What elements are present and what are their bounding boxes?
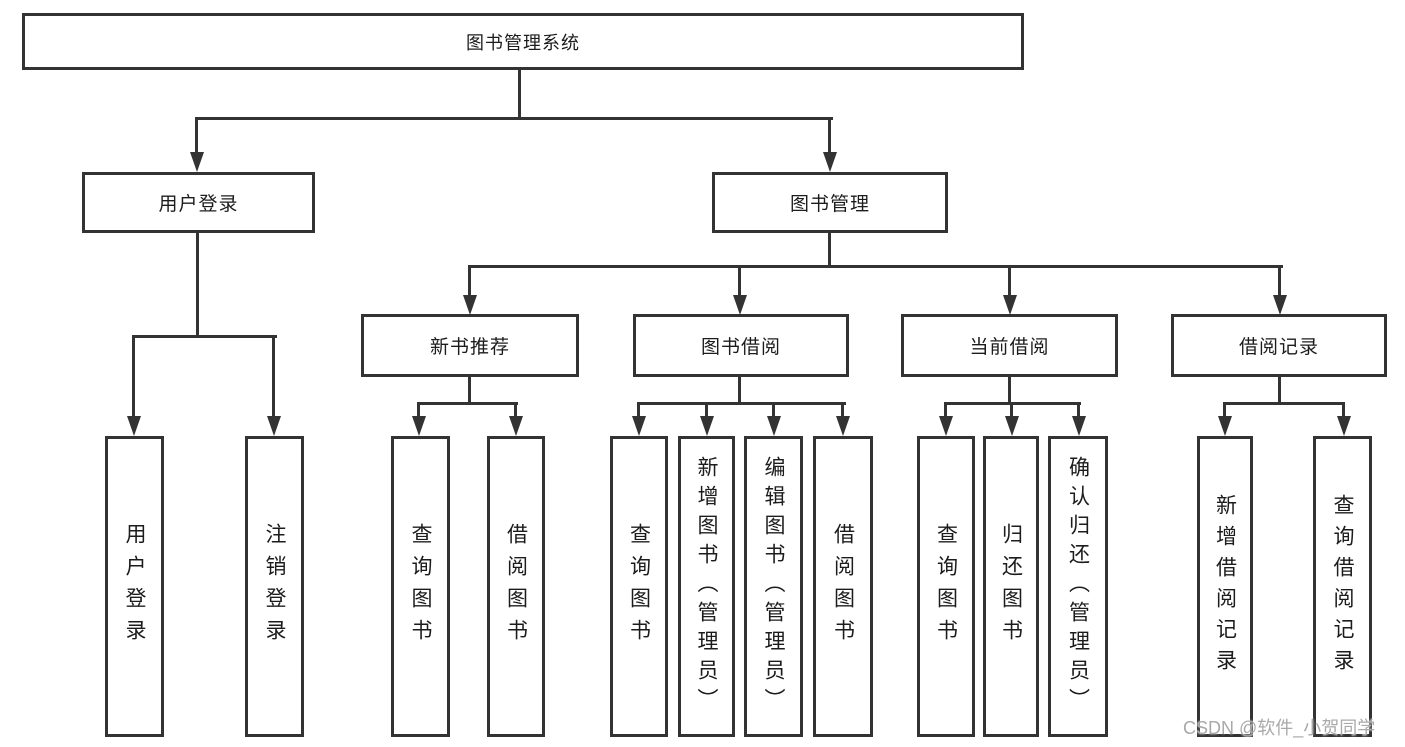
connector-line xyxy=(196,232,199,337)
leaf-cb-return-book: 归还图书 xyxy=(983,436,1039,737)
arrow-down-icon xyxy=(1005,416,1019,436)
arrow-down-icon xyxy=(509,416,523,436)
node-borrow-record: 借阅记录 xyxy=(1171,314,1387,377)
node-root: 图书管理系统 xyxy=(22,13,1024,70)
arrow-down-icon xyxy=(267,416,281,436)
connector-line xyxy=(514,402,517,420)
connector-line xyxy=(738,265,741,298)
arrow-down-icon xyxy=(190,152,204,172)
leaf-logout: 注销登录 xyxy=(245,436,304,737)
connector-line xyxy=(1008,265,1011,298)
leaf-bb-edit-book-admin: 编辑图书（管理员） xyxy=(744,436,803,737)
connector-line xyxy=(1008,377,1011,404)
arrow-down-icon xyxy=(823,152,837,172)
connector-line xyxy=(1278,265,1281,298)
connector-line xyxy=(417,402,518,405)
leaf-cb-confirm-return-admin: 确认归还（管理员） xyxy=(1048,436,1108,737)
connector-line xyxy=(772,402,775,420)
connector-line xyxy=(272,335,275,418)
connector-line xyxy=(1342,402,1345,420)
connector-line xyxy=(841,402,844,420)
arrow-down-icon xyxy=(1337,416,1351,436)
connector-line xyxy=(828,232,831,267)
node-user-login: 用户登录 xyxy=(82,172,315,233)
connector-line xyxy=(468,377,471,404)
connector-line xyxy=(637,402,640,420)
connector-line xyxy=(1077,402,1080,420)
arrow-down-icon xyxy=(463,295,477,315)
arrow-down-icon xyxy=(127,416,141,436)
arrow-down-icon xyxy=(412,416,426,436)
connector-line xyxy=(1223,402,1345,405)
leaf-nb-query-book: 查询图书 xyxy=(391,436,450,737)
arrow-down-icon xyxy=(632,416,646,436)
arrow-down-icon xyxy=(1218,416,1232,436)
connector-line xyxy=(1010,402,1013,420)
leaf-bb-add-book-admin: 新增图书（管理员） xyxy=(678,436,735,737)
connector-line xyxy=(468,265,471,298)
leaf-br-add-record: 新增借阅记录 xyxy=(1197,436,1253,737)
arrow-down-icon xyxy=(767,416,781,436)
leaf-nb-borrow-book: 借阅图书 xyxy=(487,436,545,737)
arrow-down-icon xyxy=(700,416,714,436)
leaf-user-login: 用户登录 xyxy=(105,436,164,737)
connector-line xyxy=(518,69,521,119)
connector-line xyxy=(132,335,277,338)
leaf-br-query-record: 查询借阅记录 xyxy=(1313,436,1372,737)
connector-line xyxy=(944,402,947,420)
arrow-down-icon xyxy=(939,416,953,436)
leaf-bb-query-book: 查询图书 xyxy=(610,436,668,737)
connector-line xyxy=(195,117,833,120)
connector-line xyxy=(417,402,420,420)
connector-line xyxy=(1278,377,1281,404)
arrow-down-icon xyxy=(1273,295,1287,315)
connector-line xyxy=(738,377,741,404)
node-book-management: 图书管理 xyxy=(712,172,948,233)
connector-line xyxy=(468,265,1283,268)
leaf-bb-borrow-book: 借阅图书 xyxy=(813,436,873,737)
leaf-cb-query-book: 查询图书 xyxy=(917,436,975,737)
connector-line xyxy=(132,335,135,418)
connector-line xyxy=(828,117,831,155)
connector-line xyxy=(1223,402,1226,420)
arrow-down-icon xyxy=(1003,295,1017,315)
arrow-down-icon xyxy=(1072,416,1086,436)
node-book-borrow: 图书借阅 xyxy=(633,314,849,377)
connector-line xyxy=(637,402,846,405)
node-new-book-recommend: 新书推荐 xyxy=(361,314,579,377)
arrow-down-icon xyxy=(733,295,747,315)
node-current-borrow: 当前借阅 xyxy=(901,314,1118,377)
connector-line xyxy=(705,402,708,420)
arrow-down-icon xyxy=(836,416,850,436)
connector-line xyxy=(195,117,198,155)
csdn-watermark: CSDN @软件_小贺同学 xyxy=(1183,718,1376,738)
